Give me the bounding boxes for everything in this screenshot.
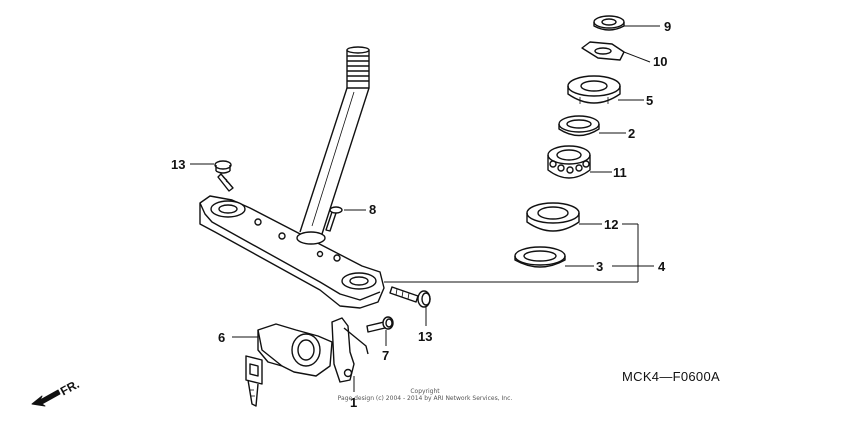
callout-7: 7 [382, 348, 390, 363]
diagram-code: MCK4—F0600A [622, 369, 720, 384]
bracket-1-part [331, 317, 369, 383]
front-arrow-icon [31, 389, 61, 407]
bolt-7-part [366, 316, 394, 333]
callout-2: 2 [628, 126, 636, 141]
washer-10-part [581, 41, 625, 61]
callout-4: 4 [658, 259, 666, 274]
ignition-switch-6-part [245, 323, 333, 407]
callout-8: 8 [369, 202, 377, 217]
adjusting-nut-5-part [567, 75, 621, 104]
callout-13-lower: 13 [418, 329, 433, 344]
callout-11: 11 [613, 165, 627, 180]
callout-13-upper: 13 [171, 157, 186, 172]
callout-3: 3 [596, 259, 604, 274]
copyright-line-1: Copyright [410, 388, 440, 395]
callout-9: 9 [664, 19, 672, 34]
copyright-line-2: Page design (c) 2004 - 2014 by ARI Netwo… [337, 395, 513, 403]
steering-stem-part [199, 46, 385, 309]
callout-1: 1 [350, 395, 358, 410]
callout-5: 5 [646, 93, 654, 108]
copyright-notice: Copyright Page design (c) 2004 - 2014 by… [330, 388, 520, 402]
leader-lines [190, 25, 660, 392]
screw-8-part [325, 206, 343, 232]
bearing-race-12-part [526, 202, 580, 232]
bearing-11-part [547, 145, 591, 179]
bolt-13-upper-part [214, 160, 234, 192]
locknut-9-part [593, 15, 625, 31]
callout-12: 12 [604, 217, 619, 232]
dust-seal-3-part [514, 246, 566, 268]
callout-10: 10 [653, 54, 668, 69]
dust-seal-2-part [558, 115, 600, 137]
callout-6: 6 [218, 330, 226, 345]
bolt-13-lower-part [389, 286, 431, 308]
